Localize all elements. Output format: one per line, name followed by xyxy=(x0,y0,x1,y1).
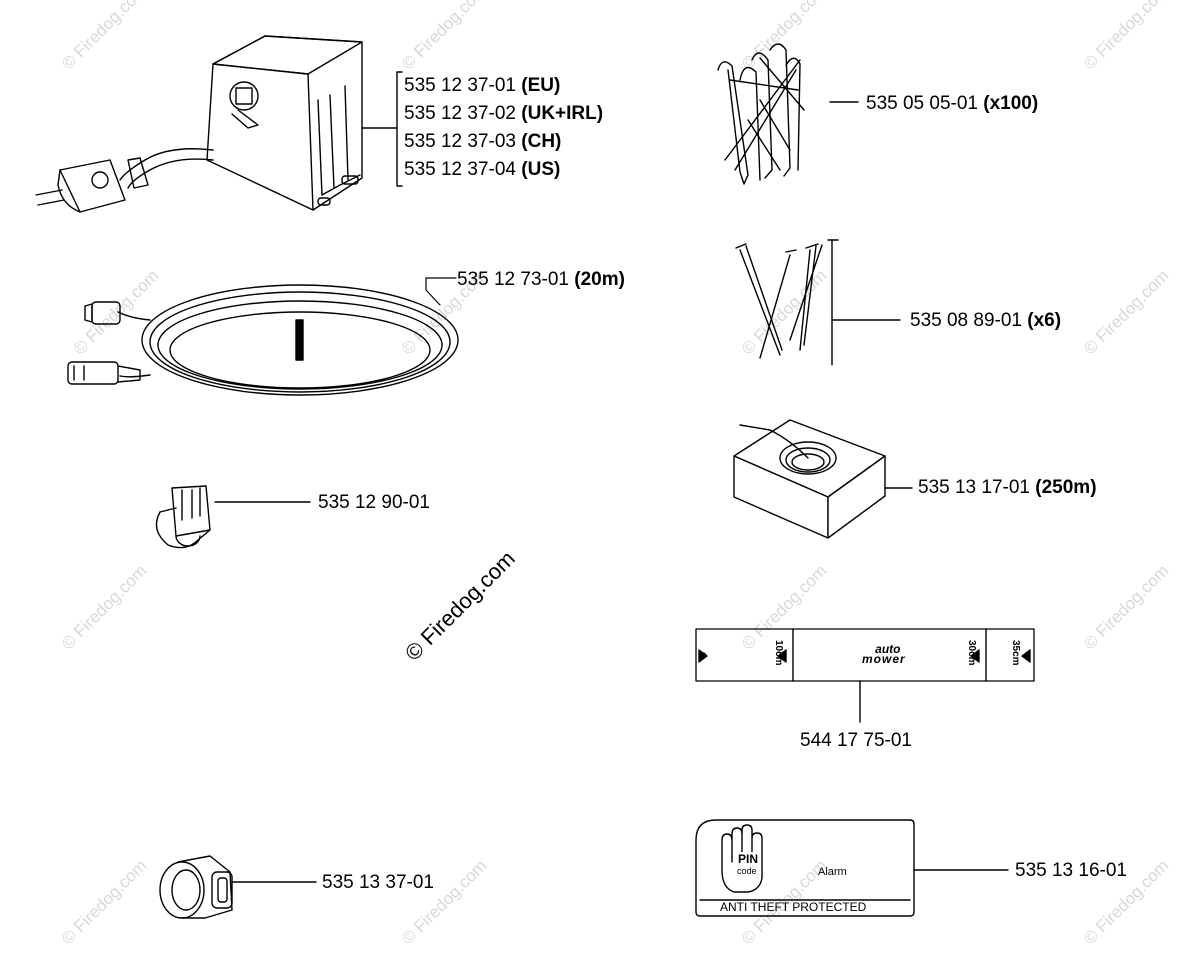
leader-line xyxy=(361,71,403,187)
cable-illustration xyxy=(67,277,459,396)
ruler-illustration xyxy=(695,628,1035,682)
pegs-small-label: 535 08 89-01 (x6) xyxy=(910,310,1062,331)
connector-label: 535 12 90-01 xyxy=(318,492,430,513)
ruler-mark-30cm: 30cm xyxy=(966,640,977,666)
ruler-label: 544 17 75-01 xyxy=(800,730,912,751)
sticker-pin-text: PIN xyxy=(737,852,760,866)
transformer-label-us: 535 12 37-04 (US) xyxy=(404,159,561,180)
pegs-small-illustration xyxy=(735,239,839,366)
sticker-footer-text: ANTI THEFT PROTECTED xyxy=(720,900,867,914)
wire-box-label: 535 13 17-01 (250m) xyxy=(918,477,1097,498)
sticker-illustration xyxy=(695,819,915,917)
pegs-large-label: 535 05 05-01 (x100) xyxy=(866,93,1039,114)
cable-label: 535 12 73-01 (20m) xyxy=(457,269,625,290)
ruler-brand-top: auto xyxy=(875,642,901,656)
sticker-label: 535 13 16-01 xyxy=(1015,860,1127,881)
ruler-mark-zero: 0 xyxy=(696,652,707,658)
ruler-brand-bottom: mower xyxy=(862,652,906,666)
sticker-code-text: code xyxy=(737,866,757,876)
transformer-label-eu: 535 12 37-01 (EU) xyxy=(404,75,561,96)
connector-illustration xyxy=(155,485,211,549)
ruler-mark-35cm: 35cm xyxy=(1010,640,1021,666)
transformer-illustration xyxy=(35,35,363,213)
pegs-large-illustration xyxy=(717,43,805,185)
transformer-label-ch: 535 12 37-03 (CH) xyxy=(404,131,562,152)
sticker-alarm-text: Alarm xyxy=(818,866,847,878)
ruler-mark-10cm: 10cm xyxy=(773,640,784,666)
coupler-label: 535 13 37-01 xyxy=(322,872,434,893)
coupler-illustration xyxy=(159,855,233,919)
ruler-brand-logo: auto mower xyxy=(862,642,906,665)
transformer-label-uk: 535 12 37-02 (UK+IRL) xyxy=(404,103,604,124)
wire-box-illustration xyxy=(733,419,886,539)
